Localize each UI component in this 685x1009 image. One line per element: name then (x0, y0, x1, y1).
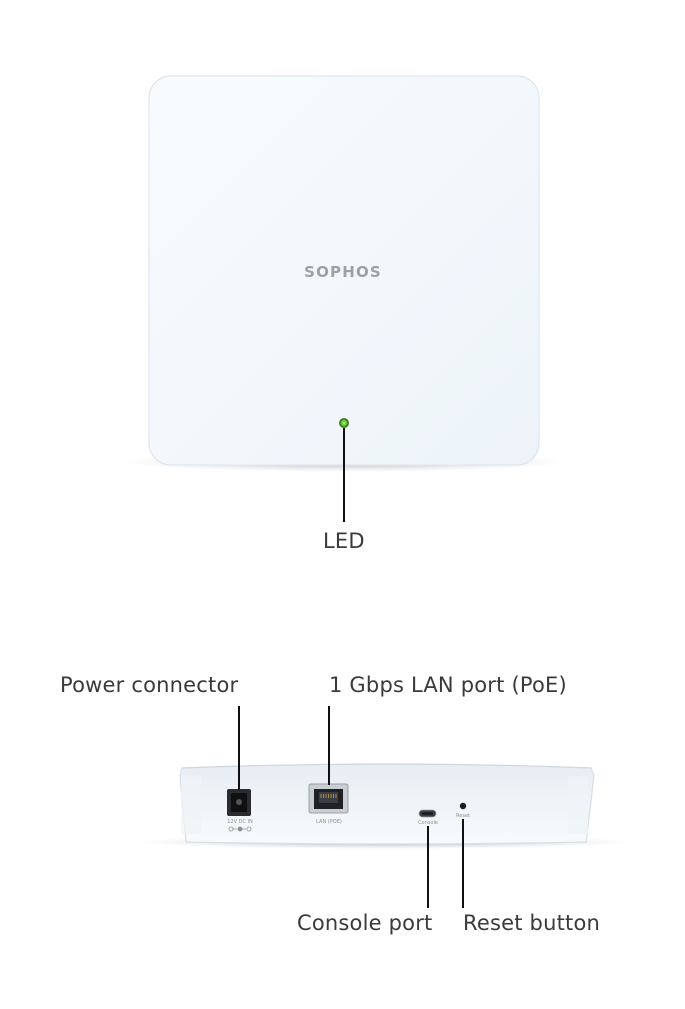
brand-logo: SOPHOS (304, 263, 382, 281)
lan-port-label: LAN (POE) (316, 819, 342, 825)
led-indicator-icon (339, 418, 349, 428)
side-left-edge (181, 776, 201, 834)
reset-label: Reset (456, 813, 470, 819)
dc-in-label: 12V DC IN (227, 819, 253, 825)
polarity-symbol-icon (228, 826, 252, 832)
console-port-label: Console (418, 820, 438, 826)
led-callout-label: LED (323, 529, 365, 553)
side-right-edge (568, 776, 588, 834)
power-connector-port: 12V DC IN (227, 789, 253, 832)
console-port: Console (418, 809, 438, 826)
front-view-device: SOPHOS (125, 75, 565, 522)
side-device-top-edge (181, 763, 592, 769)
lan-port-callout-label: 1 Gbps LAN port (PoE) (329, 673, 567, 697)
side-view-device: 12V DC IN LAN (POE) (135, 706, 635, 908)
reset-button-callout-label: Reset button (463, 911, 601, 935)
reset-button-hole: Reset (456, 802, 470, 819)
power-connector-callout-label: Power connector (60, 673, 239, 697)
console-port-callout-label: Console port (297, 911, 433, 935)
